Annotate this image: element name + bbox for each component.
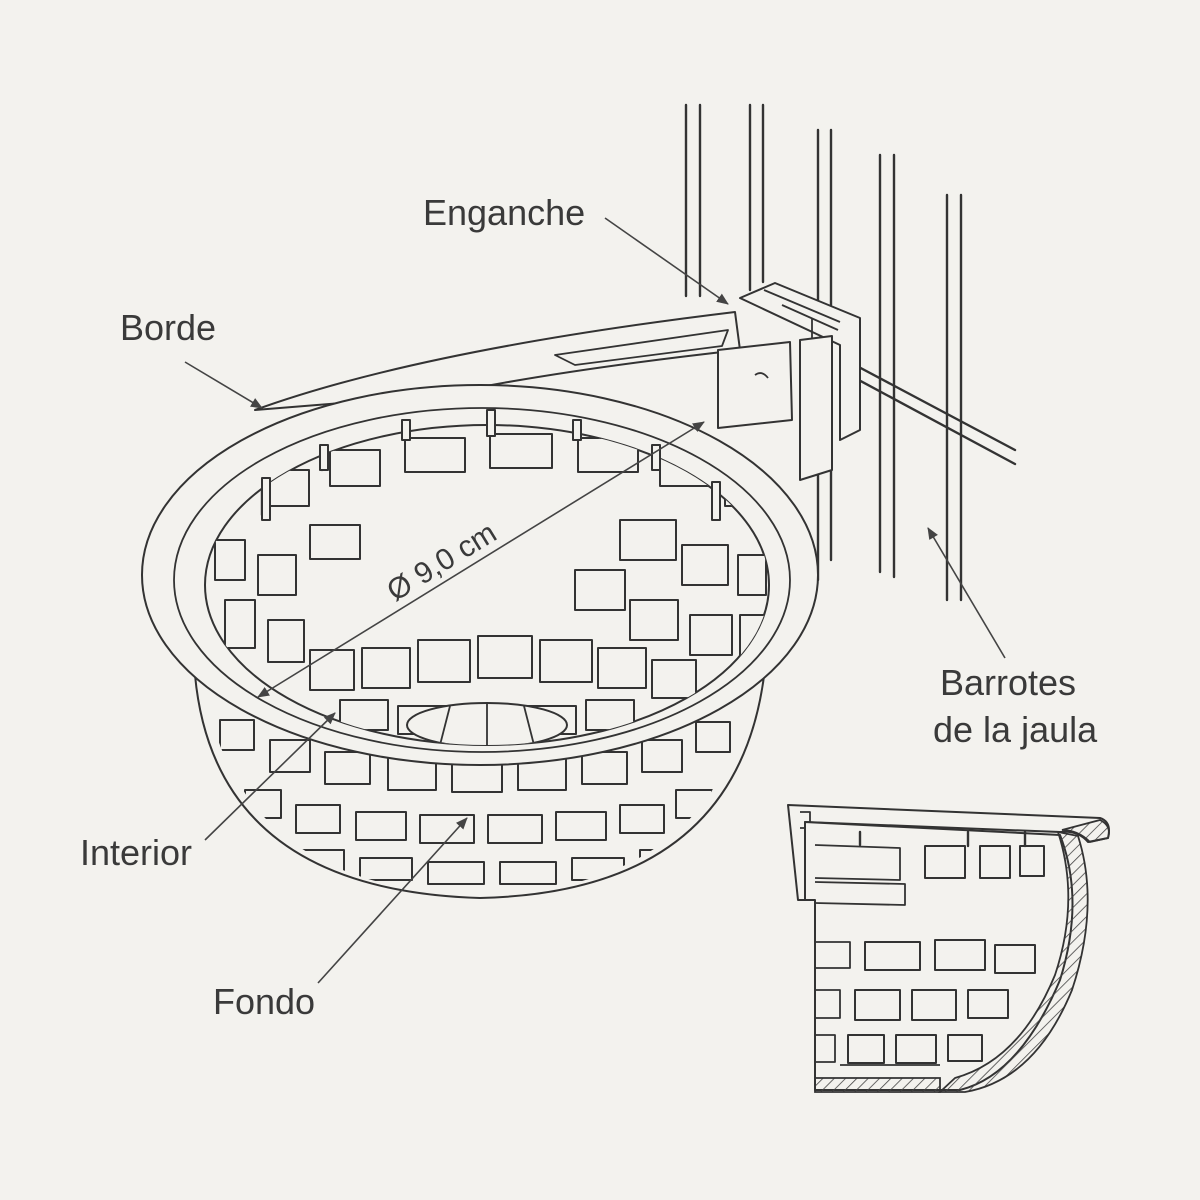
hook-bracket bbox=[254, 282, 861, 481]
label-rim: Borde bbox=[120, 307, 216, 348]
leader-lines bbox=[184, 217, 1006, 984]
cross-section-view bbox=[787, 804, 1110, 1093]
label-bottom: Fondo bbox=[213, 981, 315, 1022]
label-hook: Enganche bbox=[423, 192, 585, 233]
nest-basket bbox=[141, 384, 819, 899]
label-cage-bars-line1: Barrotes bbox=[940, 662, 1076, 703]
cage-bars bbox=[684, 103, 1017, 602]
diameter-dimension-line bbox=[257, 421, 705, 698]
label-interior: Interior bbox=[80, 832, 192, 873]
label-cage-bars-line2: de la jaula bbox=[933, 709, 1098, 750]
